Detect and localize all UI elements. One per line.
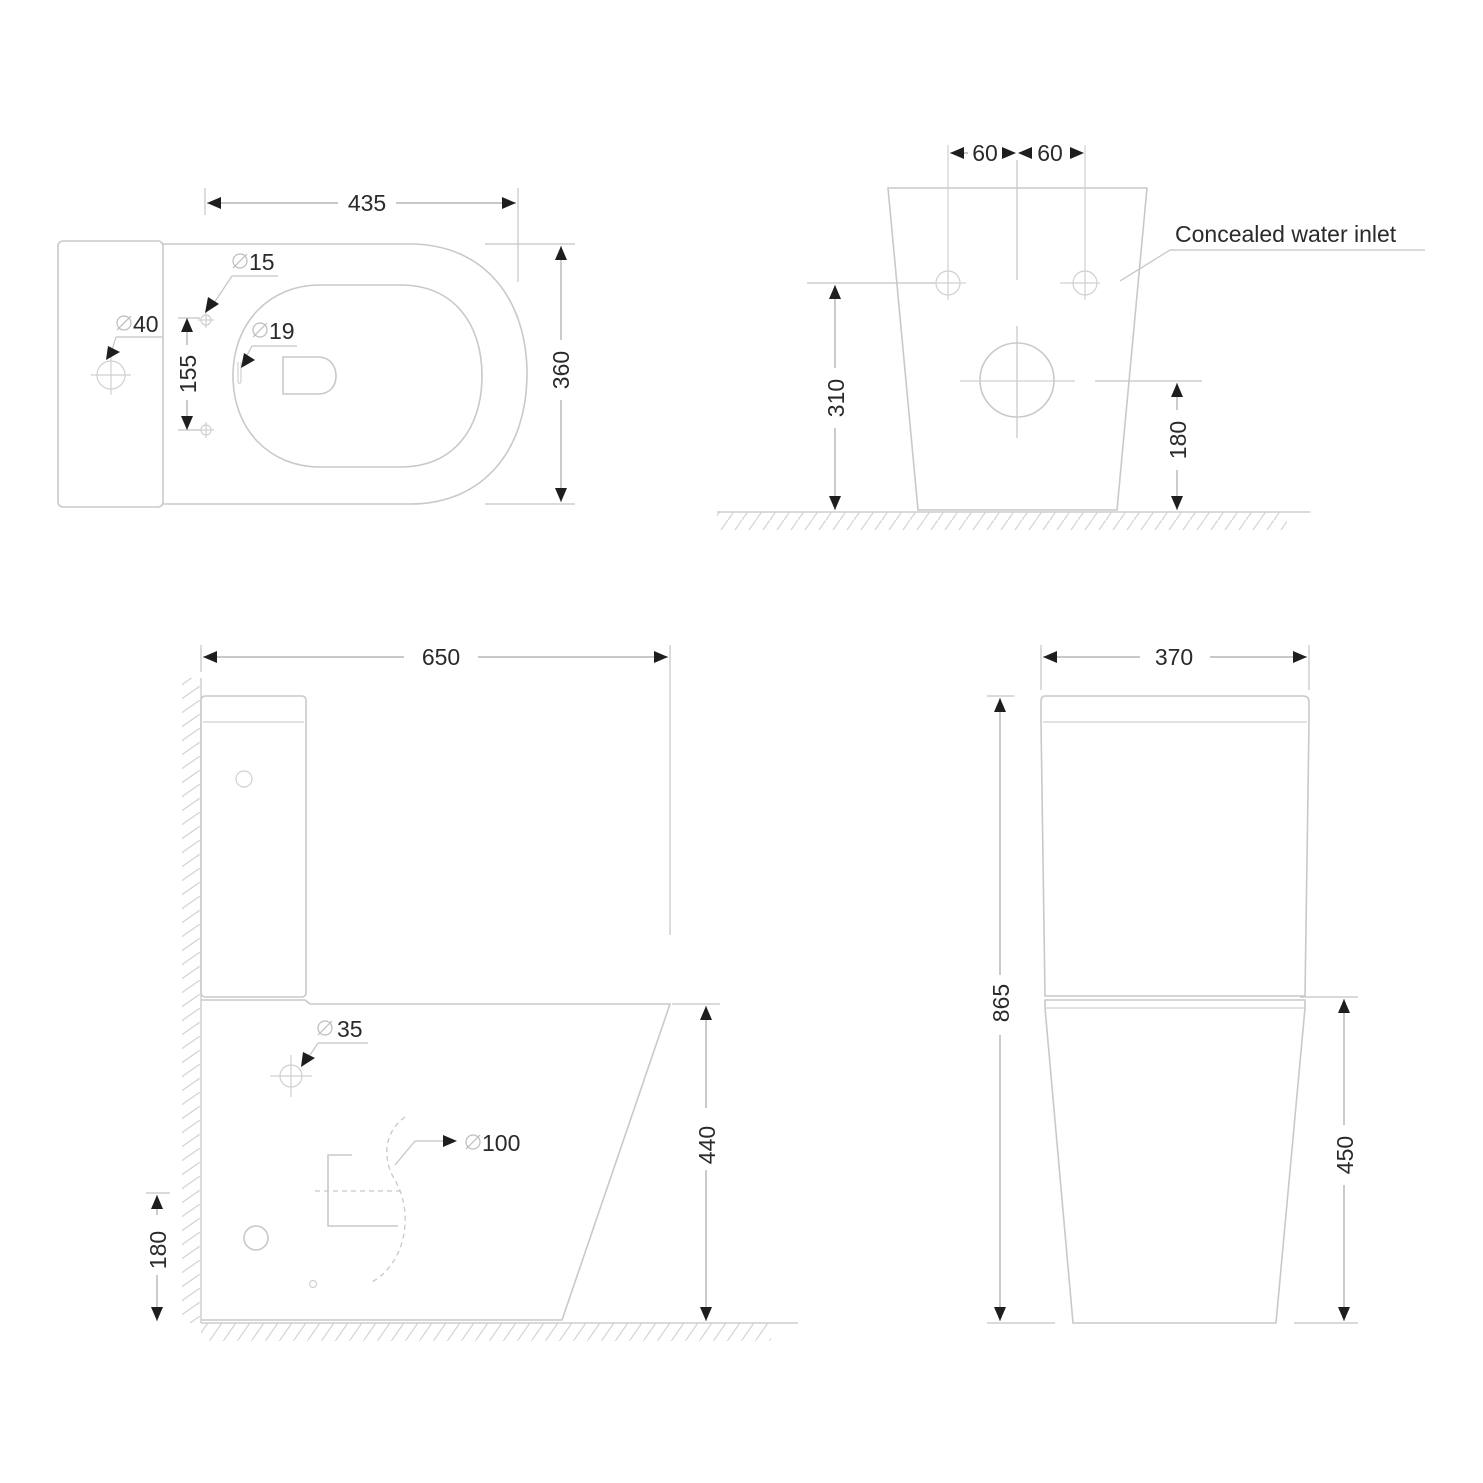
diameter-symbol-40: [116, 315, 132, 331]
top-view-depth-label: 360: [548, 351, 574, 389]
side-view-small-hole: [308, 1279, 318, 1289]
front-view-bowl: [1044, 999, 1306, 1324]
side-view-floor-hatch: [201, 1323, 771, 1341]
rear-view-right-60-label: 60: [1037, 140, 1063, 166]
rear-view-inlet-left: [930, 145, 966, 300]
top-view-bowl-outline: [163, 243, 528, 505]
diameter-symbol-100: [465, 1134, 481, 1150]
side-view-wall-hatch: [182, 678, 201, 1323]
rear-view-left-60-label: 60: [972, 140, 998, 166]
diameter-symbol-35: [317, 1020, 333, 1036]
rear-view-inlet-right: [1060, 145, 1100, 300]
front-view-width-label: 370: [1155, 644, 1193, 670]
side-view-cistern-hole: [235, 770, 253, 788]
side-view-length-label: 650: [422, 644, 460, 670]
side-view-cistern: [200, 695, 307, 998]
top-view-jet-slot: [237, 362, 242, 384]
side-view-dia35-label: 35: [337, 1016, 363, 1042]
side-view-inlet-35: [270, 1055, 312, 1097]
side-view-floor-height-label: 180: [145, 1231, 171, 1269]
front-view-cistern: [1040, 695, 1310, 997]
rear-view-body: [887, 187, 1148, 511]
rear-view-floor-hatch: [717, 512, 1287, 530]
rear-view-inlet-height-label: 310: [823, 379, 849, 417]
diameter-symbol-19: [252, 322, 268, 338]
top-view: 435 360 155 15 40 19: [57, 188, 575, 508]
rear-view: 60 60 Concealed water inlet 310 180: [717, 140, 1425, 530]
top-view-hole-40: [91, 355, 131, 395]
top-view-dia40-label: 40: [133, 311, 159, 337]
top-view-dia19-label: 19: [269, 318, 295, 344]
side-view-seat-height-label: 440: [694, 1126, 720, 1164]
top-view-fixing-hole-lower: [198, 422, 214, 438]
rear-view-outlet-height-label: 180: [1165, 421, 1191, 459]
top-view-dia15-label: 15: [249, 249, 275, 275]
top-view-cistern: [57, 240, 164, 508]
top-view-drain: [282, 356, 337, 395]
top-view-inner-rim: [232, 284, 483, 468]
rear-view-outlet: [960, 342, 1075, 418]
front-view-bowl-height-label: 450: [1332, 1136, 1358, 1174]
diameter-symbol-15: [232, 253, 248, 269]
side-view: 650 440 180 35: [145, 644, 798, 1341]
front-view-height-label: 865: [988, 984, 1014, 1022]
side-view-bowl: [201, 999, 672, 1321]
top-view-width-label: 435: [348, 190, 386, 216]
side-view-trap-dashed: [369, 1116, 406, 1284]
rear-view-callout-text: Concealed water inlet: [1175, 221, 1397, 247]
side-view-fixing-hole: [243, 1225, 269, 1251]
top-view-spacing-label: 155: [175, 355, 201, 393]
side-view-dia100-label: 100: [482, 1130, 520, 1156]
top-view-fixing-hole-upper: [198, 312, 214, 328]
front-view: 370 865 450: [987, 644, 1358, 1324]
